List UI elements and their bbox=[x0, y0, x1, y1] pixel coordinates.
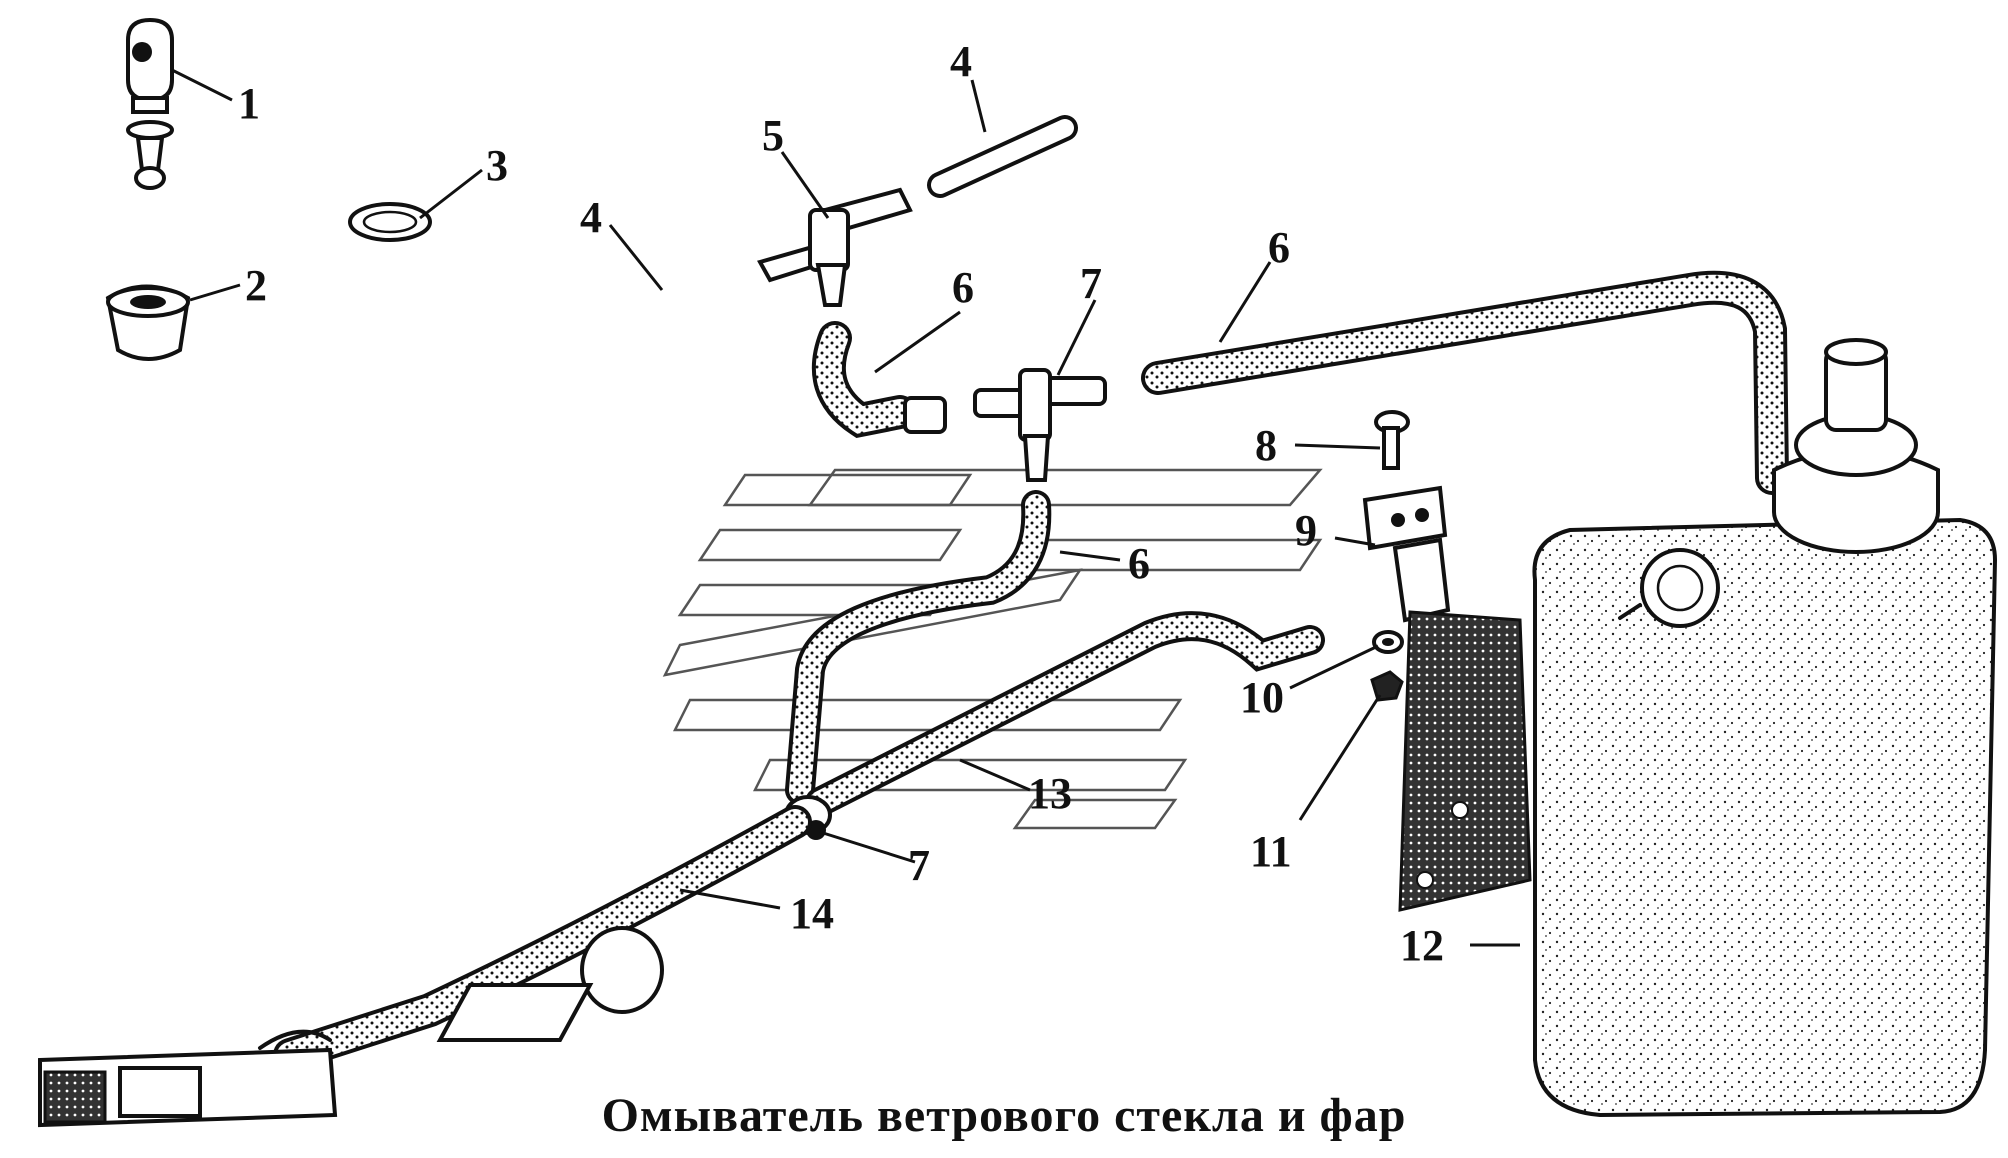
pump-bracket-assembly bbox=[38, 1029, 338, 1128]
ring-part-3 bbox=[348, 202, 432, 242]
callout-6b: 6 bbox=[1268, 223, 1290, 272]
diagram-caption: Омыватель ветрового стекла и фар bbox=[601, 1089, 1407, 1142]
callout-2: 2 bbox=[245, 261, 267, 310]
callout-4a: 4 bbox=[580, 193, 602, 242]
callout-4b: 4 bbox=[950, 37, 972, 86]
leader-lines bbox=[171, 68, 1520, 947]
hose-part-14 bbox=[273, 805, 812, 1072]
tee-fitting-part-5 bbox=[757, 187, 913, 307]
callout-7b: 7 bbox=[908, 841, 930, 890]
hose-part-6c bbox=[785, 490, 1052, 805]
callout-6a: 6 bbox=[952, 263, 974, 312]
screw-part-8 bbox=[1374, 410, 1410, 470]
callout-1: 1 bbox=[238, 79, 260, 128]
tube-part-4b bbox=[927, 115, 1078, 198]
callout-5: 5 bbox=[762, 111, 784, 160]
callout-6c: 6 bbox=[1128, 539, 1150, 588]
callout-8: 8 bbox=[1255, 421, 1277, 470]
callout-11: 11 bbox=[1250, 827, 1292, 876]
reservoir-tank-part-12 bbox=[1532, 338, 1998, 1118]
callout-labels: 1 2 3 4 4 5 6 6 6 7 7 8 9 10 11 12 13 14 bbox=[238, 37, 1444, 970]
hose-part-13 bbox=[805, 611, 1325, 817]
tube-part-4a bbox=[358, 284, 718, 427]
callout-14: 14 bbox=[790, 889, 834, 938]
callout-3: 3 bbox=[486, 141, 508, 190]
callout-9: 9 bbox=[1295, 506, 1317, 555]
tee-fitting-part-7a bbox=[973, 368, 1107, 482]
grommet-part-2 bbox=[105, 284, 191, 361]
nut-part-11 bbox=[1370, 670, 1404, 702]
callout-13: 13 bbox=[1028, 769, 1072, 818]
callout-10: 10 bbox=[1240, 673, 1284, 722]
bracket-part-9 bbox=[1362, 485, 1532, 912]
hose-part-6a bbox=[811, 321, 947, 439]
hose-part-6b bbox=[1141, 270, 1789, 495]
callout-12: 12 bbox=[1400, 921, 1444, 970]
washer-part-10 bbox=[1372, 630, 1404, 654]
callout-7a: 7 bbox=[1080, 259, 1102, 308]
nozzle-part-1 bbox=[126, 17, 174, 190]
